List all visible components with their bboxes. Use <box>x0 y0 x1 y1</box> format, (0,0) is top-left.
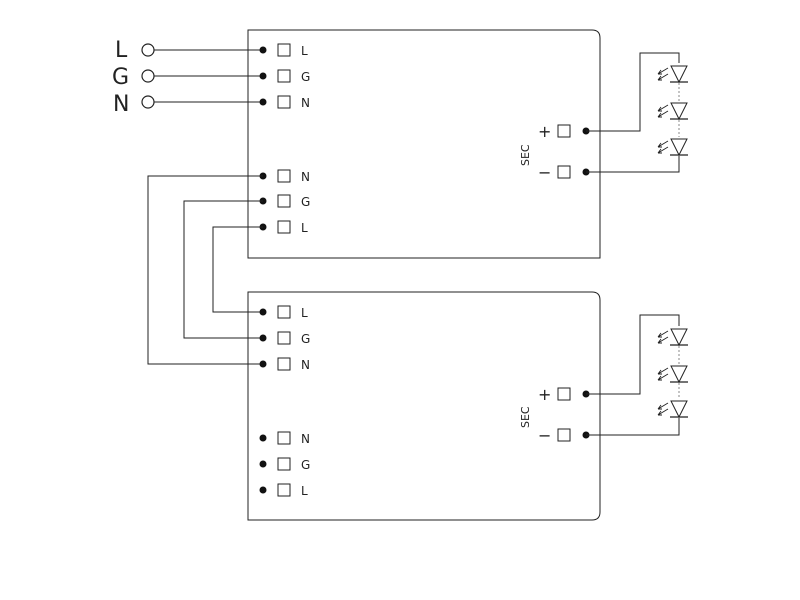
terminal-box <box>277 95 291 109</box>
terminal-dot <box>259 360 267 368</box>
terminal-dot <box>259 486 267 494</box>
terminal-label: N <box>301 170 310 184</box>
minus-symbol: − <box>538 426 551 445</box>
terminal-label: L <box>301 306 308 320</box>
terminal-box <box>277 43 291 57</box>
terminal-box <box>277 483 291 497</box>
mains-n-connector <box>141 95 155 109</box>
terminal-box <box>277 357 291 371</box>
terminal-label: N <box>301 96 310 110</box>
sec-plus-terminal <box>557 124 571 138</box>
led-diode-icon <box>657 102 688 121</box>
led-plus-wire <box>586 52 680 132</box>
terminal-label: L <box>301 44 308 58</box>
terminal-label: N <box>301 358 310 372</box>
driver-2-box <box>247 291 601 521</box>
terminal-box <box>277 169 291 183</box>
mains-l-connector <box>141 43 155 57</box>
sec-label: SEC <box>519 144 532 166</box>
terminal-box <box>277 69 291 83</box>
mains-label-g: G <box>112 65 129 90</box>
terminal-label: G <box>301 332 310 346</box>
led-string-2 <box>586 314 688 436</box>
led-string-1 <box>586 52 688 173</box>
led-plus-wire <box>586 314 680 395</box>
terminal-box <box>277 457 291 471</box>
terminal-label: N <box>301 432 310 446</box>
driver-1-loop-terminals: N G L <box>259 169 310 235</box>
terminal-box <box>277 431 291 445</box>
sec-minus-terminal <box>557 428 571 442</box>
driver-2-secondary: SEC + − <box>519 385 590 445</box>
driver-1-secondary: SEC + − <box>519 122 590 182</box>
terminal-dot <box>259 98 267 106</box>
led-diode-icon <box>657 400 688 419</box>
led-diode-icon <box>657 65 688 84</box>
terminal-dot <box>259 434 267 442</box>
led-minus-wire <box>586 156 680 173</box>
terminal-label: G <box>301 195 310 209</box>
terminal-box <box>277 331 291 345</box>
driver-1-box <box>247 29 601 259</box>
driver-2-loop-terminals: N G L <box>259 431 310 498</box>
mains-g-connector <box>141 69 155 83</box>
terminal-box <box>277 194 291 208</box>
mains-label-l: L <box>115 38 128 63</box>
led-diode-icon <box>657 328 688 347</box>
terminal-dot <box>259 334 267 342</box>
terminal-label: G <box>301 70 310 84</box>
terminal-box <box>277 220 291 234</box>
terminal-dot <box>259 46 267 54</box>
sec-minus-terminal <box>557 165 571 179</box>
led-minus-wire <box>586 418 680 436</box>
minus-symbol: − <box>538 163 551 182</box>
loop-wire-l <box>212 226 263 313</box>
led-diode-icon <box>657 138 688 157</box>
terminal-label: L <box>301 484 308 498</box>
led-diode-icon <box>657 365 688 384</box>
plus-symbol: + <box>538 385 551 404</box>
terminal-dot <box>259 308 267 316</box>
terminal-label: G <box>301 458 310 472</box>
mains-label-n: N <box>113 92 129 117</box>
sec-plus-terminal <box>557 387 571 401</box>
loop-wire-g <box>183 200 263 339</box>
sec-label: SEC <box>519 406 532 428</box>
loop-wire-n <box>147 175 263 365</box>
terminal-dot <box>259 460 267 468</box>
driver-2-input-terminals: L G N <box>259 305 310 372</box>
driver-1-input-terminals: L G N <box>259 43 310 110</box>
terminal-dot <box>259 72 267 80</box>
plus-symbol: + <box>538 122 551 141</box>
terminal-box <box>277 305 291 319</box>
terminal-label: L <box>301 221 308 235</box>
